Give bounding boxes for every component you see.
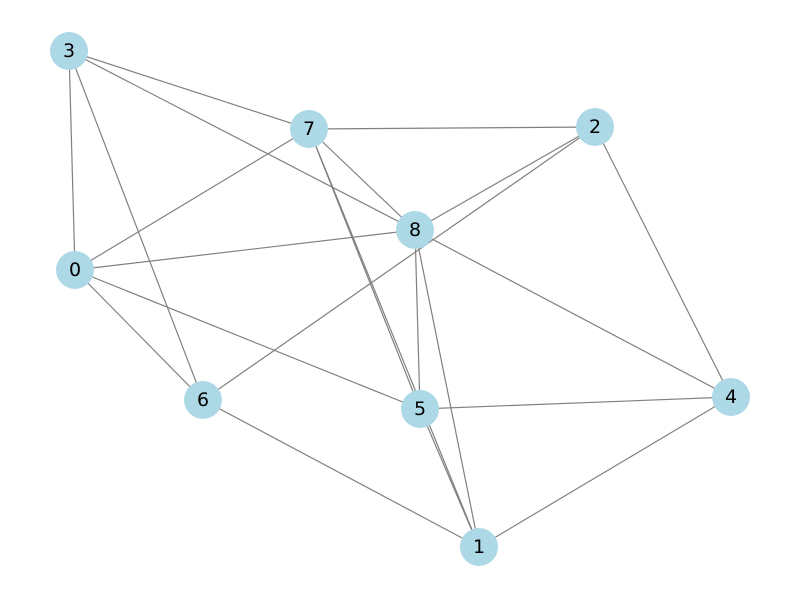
node-0: 0 xyxy=(56,251,94,289)
edge-6-1 xyxy=(202,399,480,548)
node-4: 4 xyxy=(712,378,750,416)
node-circle xyxy=(184,381,222,419)
node-3: 3 xyxy=(50,32,88,70)
node-7: 7 xyxy=(290,110,328,148)
edge-0-8 xyxy=(74,229,416,271)
edge-0-5 xyxy=(74,269,421,410)
edge-2-8 xyxy=(414,126,596,231)
edge-7-8 xyxy=(308,128,416,231)
edge-7-1 xyxy=(308,128,480,548)
node-circle xyxy=(290,110,328,148)
node-circle xyxy=(712,378,750,416)
node-2: 2 xyxy=(576,108,614,146)
edge-3-6 xyxy=(68,50,204,401)
node-circle xyxy=(50,32,88,70)
node-label: 7 xyxy=(303,118,315,140)
edge-4-1 xyxy=(478,396,732,548)
edge-5-1 xyxy=(419,408,480,548)
node-label: 8 xyxy=(409,219,421,241)
node-label: 0 xyxy=(69,259,81,281)
node-circle xyxy=(56,251,94,289)
edge-0-6 xyxy=(74,269,204,401)
edge-3-7 xyxy=(68,50,310,130)
node-5: 5 xyxy=(401,390,439,428)
node-8: 8 xyxy=(396,211,434,249)
nodes-layer: 0 1 2 3 4 5 6 7 8 xyxy=(50,32,750,566)
edge-8-4 xyxy=(414,229,732,398)
node-label: 5 xyxy=(414,398,426,420)
edge-8-1 xyxy=(414,229,480,548)
node-label: 1 xyxy=(473,536,485,558)
node-circle xyxy=(576,108,614,146)
node-label: 4 xyxy=(725,386,737,408)
edge-3-8 xyxy=(68,50,416,231)
edge-8-5 xyxy=(414,229,421,410)
edge-7-0 xyxy=(74,128,310,271)
edges-layer xyxy=(68,50,732,548)
node-6: 6 xyxy=(184,381,222,419)
edge-3-0 xyxy=(68,50,76,271)
node-label: 3 xyxy=(63,40,75,62)
edge-2-4 xyxy=(594,126,732,398)
edge-2-6 xyxy=(202,126,596,401)
node-circle xyxy=(401,390,439,428)
node-label: 2 xyxy=(589,116,601,138)
node-label: 6 xyxy=(197,389,209,411)
node-circle xyxy=(396,211,434,249)
node-1: 1 xyxy=(460,528,498,566)
edge-5-4 xyxy=(419,396,732,410)
node-circle xyxy=(460,528,498,566)
edge-7-2 xyxy=(308,126,596,130)
